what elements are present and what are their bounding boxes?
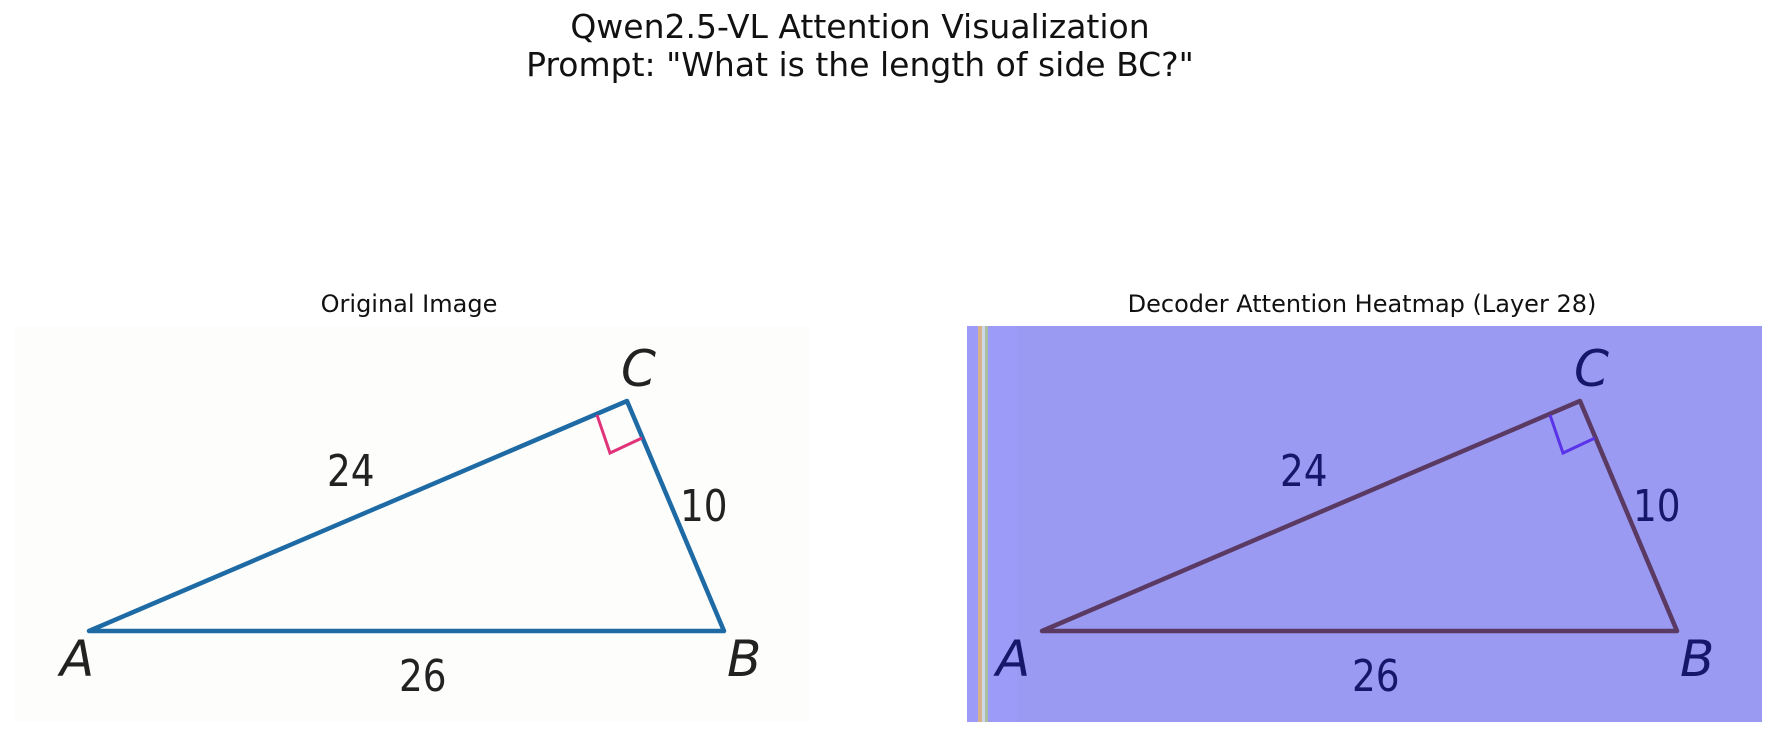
figure-title: Qwen2.5-VL Attention Visualization Promp… [0,8,1720,84]
vertex-label-a: A [57,630,94,688]
heatmap-side-label-ac: 24 [1280,445,1328,497]
heatmap-panel: A B C 24 10 26 [967,326,1762,722]
triangle [86,398,727,634]
heatmap-triangle-diagram: A B C 24 10 26 [967,326,1762,722]
heatmap-edge-stripe-2 [982,326,985,722]
heatmap-edge-stripe-1 [978,326,982,722]
heatmap-right-angle-marker [1548,414,1596,456]
heatmap-triangle [1039,398,1680,634]
heatmap-side-label-bc: 10 [1633,480,1681,532]
heatmap-edge-stripe-3 [985,326,988,722]
figure-title-line-2: Prompt: "What is the length of side BC?" [526,45,1194,84]
original-image-title: Original Image [320,290,498,318]
side-label-bc: 10 [680,480,728,532]
heatmap-vertex-label-c: C [1574,340,1609,398]
heatmap-vertex-label-b: B [1680,630,1714,688]
figure-title-line-1: Qwen2.5-VL Attention Visualization [570,7,1150,46]
heatmap-vertex-label-a: A [993,630,1030,688]
heatmap-title: Decoder Attention Heatmap (Layer 28) [1127,290,1597,318]
original-triangle-diagram: A B C 24 10 26 [14,326,809,722]
vertex-label-c: C [621,340,656,398]
side-label-ac: 24 [327,445,375,497]
right-angle-marker [595,414,643,456]
side-label-ab: 26 [399,650,447,702]
original-image-panel: A B C 24 10 26 [14,326,809,722]
vertex-label-b: B [727,630,761,688]
heatmap-left-band [967,326,1017,722]
heatmap-side-label-ab: 26 [1352,650,1400,702]
